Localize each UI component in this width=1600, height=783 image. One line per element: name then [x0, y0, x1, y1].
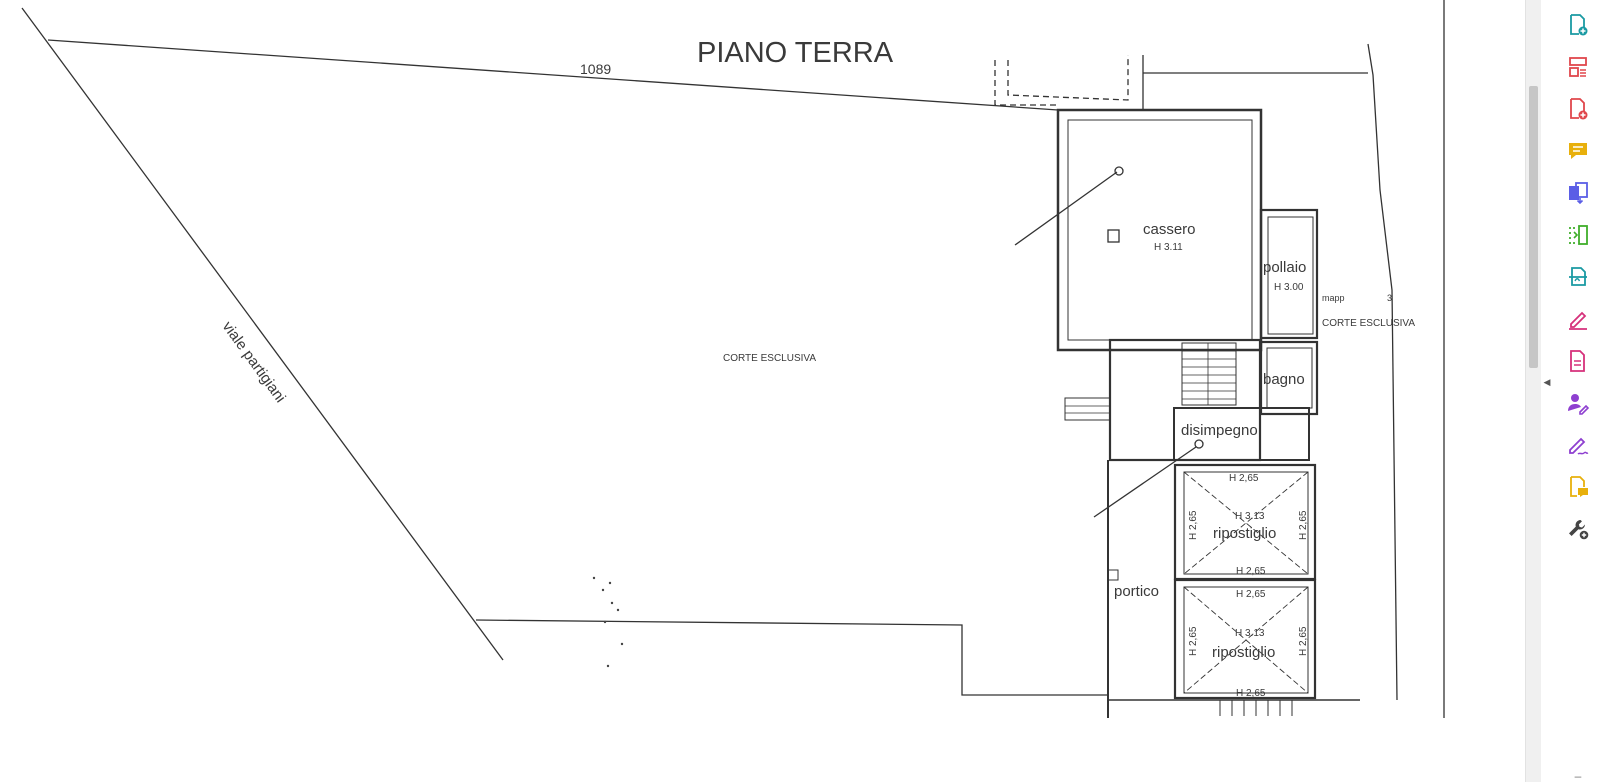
tool-fill-sign[interactable] — [1565, 306, 1591, 332]
tool-organize-pages[interactable] — [1565, 54, 1591, 80]
room-height-top-ripostiglio-2: H 2,65 — [1236, 589, 1266, 600]
room-height-bottom-ripostiglio-1: H 2,65 — [1236, 566, 1266, 577]
scrollbar-thumb[interactable] — [1529, 86, 1538, 368]
tool-edit-pdf[interactable] — [1565, 348, 1591, 374]
compress-pdf-icon — [1569, 225, 1588, 245]
scan-icon — [1569, 267, 1587, 286]
room-height-right-ripostiglio-1: H 2,65 — [1298, 510, 1309, 540]
document-viewer[interactable]: PIANO TERRA 1089 viale partigiani CORTE … — [0, 0, 1525, 782]
tool-send-for-comments[interactable] — [1565, 474, 1591, 500]
tool-create-pdf[interactable] — [1565, 12, 1591, 38]
edit-pdf-icon — [1570, 350, 1585, 372]
room-height-cassero: H 3.11 — [1154, 242, 1183, 253]
collapse-panel-arrow-icon[interactable]: ◀ — [1543, 377, 1551, 387]
room-label-ripostiglio-1: ripostiglio — [1213, 525, 1276, 542]
map-note-label: mapp — [1322, 293, 1345, 303]
parcel-number-label: 1089 — [580, 61, 611, 77]
room-label-disimpegno: disimpegno — [1181, 422, 1258, 439]
exclusive-court-side-label: CORTE ESCLUSIVA — [1322, 318, 1415, 329]
request-signature-icon — [1568, 394, 1590, 415]
fill-sign-icon — [1569, 311, 1587, 330]
exclusive-court-main-label: CORTE ESCLUSIVA — [723, 353, 816, 364]
signature-icon — [1569, 437, 1589, 455]
tool-scan-ocr[interactable] — [1565, 264, 1591, 290]
room-label-ripostiglio-2: ripostiglio — [1212, 644, 1275, 661]
room-height-left-ripostiglio-1: H 2,65 — [1188, 510, 1199, 540]
tool-request-signatures[interactable] — [1565, 390, 1591, 416]
room-height-right-ripostiglio-2: H 2,65 — [1298, 626, 1309, 656]
map-note-suffix-label: 3 — [1387, 293, 1392, 303]
tool-combine-files[interactable] — [1565, 180, 1591, 206]
room-height-pollaio: H 3.00 — [1274, 282, 1304, 293]
export-pdf-icon — [1570, 98, 1588, 120]
tool-sign[interactable] — [1565, 432, 1591, 458]
tool-more-tools[interactable] — [1565, 516, 1591, 542]
panel-resize-handle[interactable]: – — [1574, 769, 1582, 783]
tool-export-pdf[interactable] — [1565, 96, 1591, 122]
room-height-center-ripostiglio-2: H 3.13 — [1235, 628, 1265, 639]
tools-rail — [1555, 0, 1600, 782]
floor-plan-page: PIANO TERRA 1089 viale partigiani CORTE … — [21, 0, 1445, 718]
room-height-top-ripostiglio-1: H 2,65 — [1229, 473, 1259, 484]
organize-pages-icon — [1569, 57, 1587, 77]
room-label-pollaio: pollaio — [1263, 259, 1306, 276]
plan-title: PIANO TERRA — [697, 37, 894, 69]
more-tools-icon — [1569, 520, 1589, 540]
vertical-scrollbar[interactable] — [1525, 0, 1541, 782]
tool-compress-pdf[interactable] — [1565, 222, 1591, 248]
send-comments-icon — [1570, 476, 1588, 497]
create-pdf-icon — [1570, 14, 1588, 36]
street-label: viale partigiani — [219, 318, 289, 406]
room-label-portico: portico — [1114, 583, 1159, 600]
tool-comment[interactable] — [1565, 138, 1591, 164]
room-height-left-ripostiglio-2: H 2,65 — [1188, 626, 1199, 656]
combine-files-icon — [1569, 182, 1588, 205]
room-label-bagno: bagno — [1263, 371, 1305, 388]
room-height-bottom-ripostiglio-2: H 2,65 — [1236, 688, 1266, 699]
room-height-center-ripostiglio-1: H 3.13 — [1235, 511, 1265, 522]
comment-icon — [1569, 143, 1587, 159]
room-label-cassero: cassero — [1143, 221, 1196, 238]
